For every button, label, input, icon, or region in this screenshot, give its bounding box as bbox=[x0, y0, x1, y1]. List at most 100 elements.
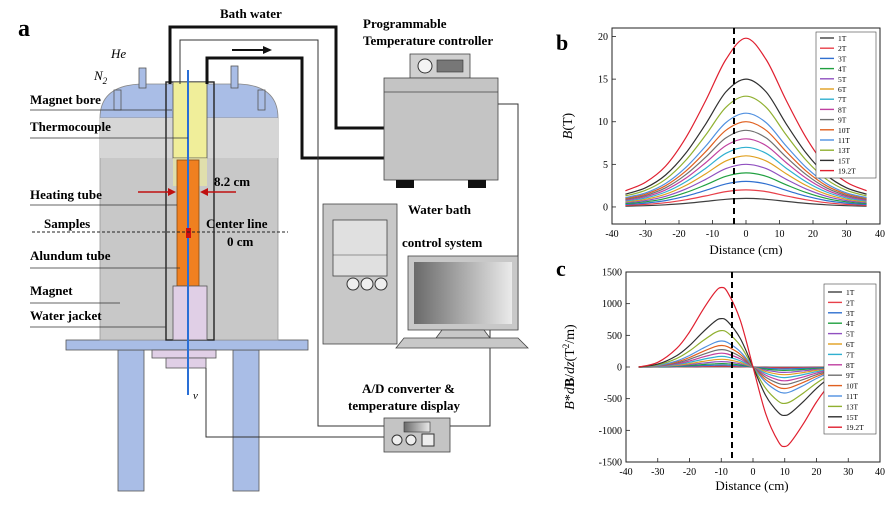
legend-label: 15T bbox=[846, 413, 859, 422]
label-n2-sub: 2 bbox=[103, 76, 108, 86]
label-controller-line2: Temperature controller bbox=[363, 33, 493, 48]
x-tick-label: 20 bbox=[808, 229, 818, 240]
panel-c-xlabel: Distance (cm) bbox=[715, 478, 788, 493]
sample bbox=[186, 228, 191, 238]
y-tick-label: 0 bbox=[617, 363, 622, 374]
legend-label: 10T bbox=[846, 382, 859, 391]
y-tick-label: 20 bbox=[598, 32, 608, 43]
legend-label: 10T bbox=[838, 126, 851, 135]
legend-label: 4T bbox=[838, 65, 847, 74]
monitor-stand bbox=[436, 330, 490, 338]
ad-knob-2 bbox=[406, 435, 416, 445]
jacket-lower bbox=[173, 286, 207, 340]
legend-label: 1T bbox=[846, 288, 855, 297]
port-right-1 bbox=[231, 66, 238, 88]
x-tick-label: 30 bbox=[843, 467, 853, 478]
legend-label: 8T bbox=[846, 361, 855, 370]
pc-drive-bay bbox=[333, 220, 387, 276]
pc-button-1 bbox=[347, 278, 359, 290]
label-bath-water: Bath water bbox=[220, 6, 282, 21]
label-water-jacket: Water jacket bbox=[30, 308, 102, 323]
label-control-system: control system bbox=[402, 235, 482, 250]
legend-label: 19.2T bbox=[846, 423, 864, 432]
panel-c-ylabel: B*dB/dz(T2/m) bbox=[561, 324, 578, 410]
x-tick-label: -10 bbox=[715, 467, 728, 478]
panel-b-xlabel: Distance (cm) bbox=[709, 242, 782, 257]
panel-c-letter: c bbox=[556, 256, 566, 281]
panel-a-letter: a bbox=[18, 16, 30, 42]
bottom-flange bbox=[152, 350, 216, 358]
label-magnet-bore: Magnet bore bbox=[30, 92, 101, 107]
water-bath-unit bbox=[384, 78, 498, 180]
legend-label: 11T bbox=[838, 136, 850, 145]
x-tick-label: 10 bbox=[775, 229, 785, 240]
keyboard bbox=[396, 338, 528, 348]
legend-label: 13T bbox=[838, 146, 851, 155]
x-tick-label: -30 bbox=[651, 467, 664, 478]
label-ad-line1: A/D converter & bbox=[362, 381, 455, 396]
water-bath-foot-left bbox=[396, 180, 414, 188]
port-he bbox=[139, 68, 146, 88]
label-samples: Samples bbox=[44, 216, 90, 231]
panel-b-ylabel: B(T) bbox=[561, 112, 576, 139]
magnet-bore bbox=[173, 82, 207, 158]
ylabel-part: (T bbox=[563, 348, 578, 362]
ylabel-part: B bbox=[563, 378, 578, 387]
legend-label: 7T bbox=[846, 350, 855, 359]
support-leg-left bbox=[118, 350, 144, 491]
legend-label: 4T bbox=[846, 319, 855, 328]
bottom-flange-2 bbox=[166, 358, 206, 368]
label-thermocouple: Thermocouple bbox=[30, 119, 111, 134]
label-v: v bbox=[193, 390, 198, 402]
pc-button-3 bbox=[375, 278, 387, 290]
label-zero-cm: 0 cm bbox=[227, 234, 254, 249]
x-tick-label: -10 bbox=[706, 229, 719, 240]
panel-b-ylabel-unit: (T) bbox=[561, 112, 576, 130]
legend-label: 2T bbox=[846, 298, 855, 307]
port-left bbox=[114, 90, 121, 110]
x-tick-label: -40 bbox=[619, 467, 632, 478]
x-tick-label: 40 bbox=[875, 229, 885, 240]
x-tick-label: -20 bbox=[683, 467, 696, 478]
ad-switch bbox=[422, 434, 434, 446]
ad-display bbox=[404, 422, 430, 432]
y-tick-label: -1000 bbox=[599, 426, 622, 437]
legend-label: 15T bbox=[838, 156, 851, 165]
controller-knob bbox=[418, 59, 432, 73]
x-tick-label: 0 bbox=[751, 467, 756, 478]
panel-b-letter: b bbox=[556, 30, 568, 55]
label-magnet: Magnet bbox=[30, 283, 73, 298]
legend-label: 8T bbox=[838, 105, 847, 114]
y-tick-label: -500 bbox=[604, 394, 622, 405]
x-tick-label: 20 bbox=[812, 467, 822, 478]
panel-a-schematic: a bbox=[18, 6, 528, 491]
label-alundum-tube: Alundum tube bbox=[30, 248, 111, 263]
legend-label: 6T bbox=[838, 85, 847, 94]
support-leg-right bbox=[233, 350, 259, 491]
legend-label: 2T bbox=[838, 44, 847, 53]
legend-label: 9T bbox=[846, 371, 855, 380]
legend-label: 1T bbox=[838, 34, 847, 43]
legend-label: 5T bbox=[838, 75, 847, 84]
y-tick-label: 0 bbox=[603, 202, 608, 213]
x-tick-label: 30 bbox=[842, 229, 852, 240]
y-tick-label: 1500 bbox=[602, 268, 622, 279]
x-tick-label: 10 bbox=[780, 467, 790, 478]
ad-knob-1 bbox=[392, 435, 402, 445]
label-center-line: Center line bbox=[206, 216, 268, 231]
legend-label: 19.2T bbox=[838, 167, 856, 176]
label-he: He bbox=[110, 46, 126, 61]
port-right-2 bbox=[258, 90, 265, 110]
flow-arrowhead bbox=[263, 46, 272, 54]
y-tick-label: 1000 bbox=[602, 299, 622, 310]
ylabel-part: dz bbox=[563, 361, 578, 374]
y-tick-label: 500 bbox=[607, 331, 622, 342]
water-bath-foot-right bbox=[468, 180, 486, 188]
legend-label: 5T bbox=[846, 330, 855, 339]
x-tick-label: 40 bbox=[875, 467, 885, 478]
legend-label: 9T bbox=[838, 116, 847, 125]
legend-label: 7T bbox=[838, 95, 847, 104]
